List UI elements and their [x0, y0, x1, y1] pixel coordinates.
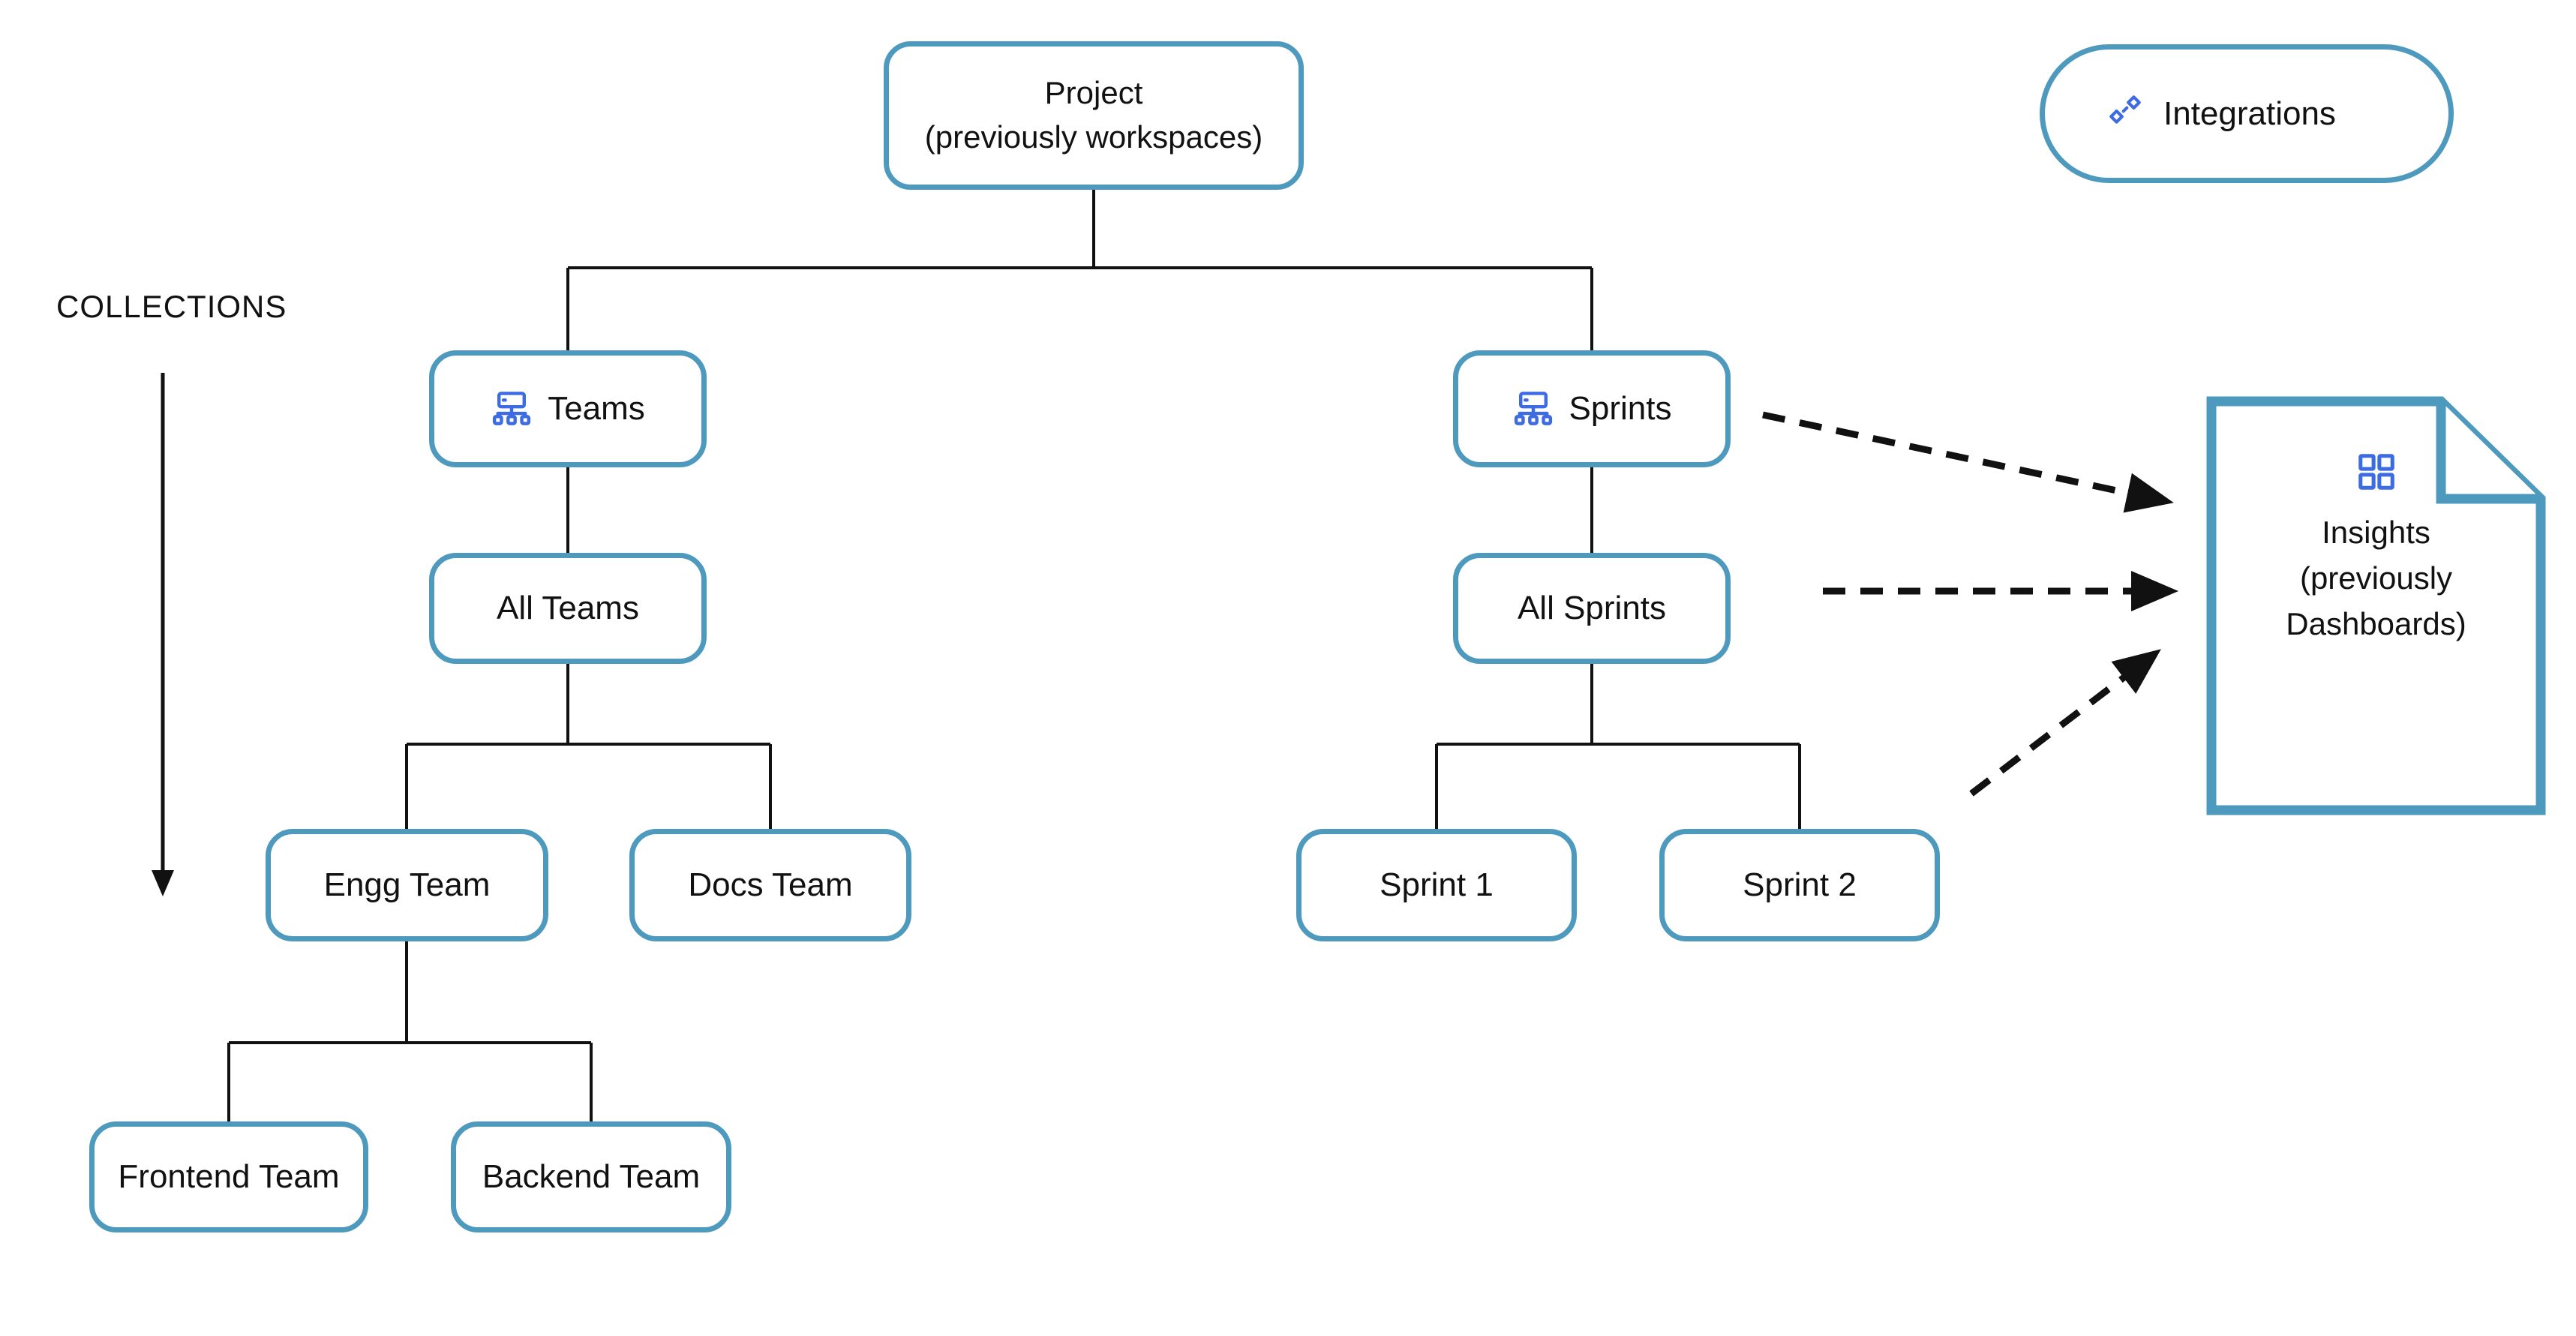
dashed-arrow-sprints-to-insights [1762, 411, 2174, 513]
node-sprints-label: Sprints [1569, 390, 1672, 428]
integrations-link-icon [2106, 91, 2144, 137]
node-teams: Teams [429, 350, 707, 467]
insights-line1: Insights [2322, 515, 2430, 550]
node-all-teams: All Teams [429, 553, 707, 664]
node-teams-label: Teams [548, 390, 645, 428]
hierarchy-icon [1512, 388, 1554, 430]
collections-label: COLLECTIONS [56, 289, 287, 324]
node-docs-team: Docs Team [629, 829, 911, 941]
node-project-line1: Project [1044, 75, 1143, 111]
node-docs-team-label: Docs Team [688, 866, 853, 904]
document-shape [2206, 396, 2546, 815]
hierarchy-icon [491, 388, 533, 430]
node-backend-team: Backend Team [451, 1121, 731, 1232]
insights-line3: Dashboards) [2286, 605, 2466, 641]
node-sprints: Sprints [1453, 350, 1731, 467]
node-backend-team-label: Backend Team [482, 1158, 701, 1196]
node-sprint-1: Sprint 1 [1296, 829, 1577, 941]
insights-line2: (previously [2299, 560, 2453, 596]
node-all-sprints: All Sprints [1453, 553, 1731, 664]
node-frontend-team-label: Frontend Team [118, 1158, 340, 1196]
node-sprint-2-label: Sprint 2 [1743, 866, 1857, 904]
node-frontend-team: Frontend Team [89, 1121, 368, 1232]
node-engg-team-label: Engg Team [323, 866, 491, 904]
node-project-line2: (previously workspaces) [924, 119, 1263, 155]
node-engg-team: Engg Team [266, 829, 548, 941]
node-project: Project (previously workspaces) [884, 41, 1304, 190]
integrations-label: Integrations [2163, 95, 2336, 132]
dashed-arrow-sprint2-to-insights [1969, 649, 2161, 797]
insights-document: Insights (previously Dashboards) [2206, 396, 2546, 815]
dashboard-grid-icon [2206, 450, 2546, 494]
node-all-teams-label: All Teams [497, 590, 639, 627]
node-sprint-2: Sprint 2 [1659, 829, 1940, 941]
integrations-pill: Integrations [2040, 44, 2454, 183]
node-sprint-1-label: Sprint 1 [1380, 866, 1494, 904]
node-all-sprints-label: All Sprints [1517, 590, 1667, 627]
